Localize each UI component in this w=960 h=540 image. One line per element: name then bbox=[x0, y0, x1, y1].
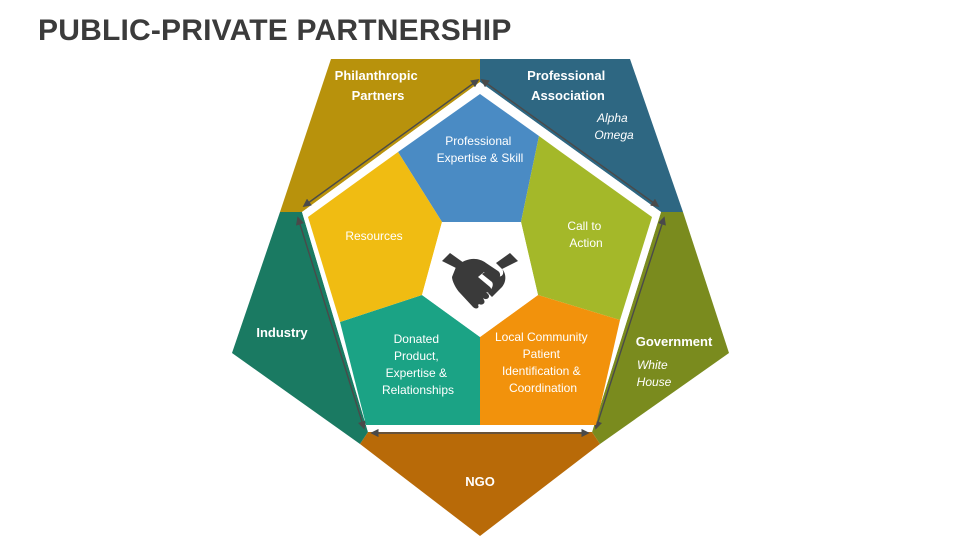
cycle-arrow-top-right bbox=[480, 79, 660, 207]
outer-sub-government: White House bbox=[637, 358, 672, 389]
outer-segment-ngo bbox=[360, 432, 600, 536]
inner-label-professional-expertise: Professional Expertise & Skill bbox=[437, 134, 524, 165]
cycle-arrow-left bbox=[296, 216, 366, 430]
outer-label-professional-association: Professional Association bbox=[527, 68, 609, 103]
inner-segment-donated-product bbox=[340, 295, 480, 425]
inner-label-donated-product: Donated Product, Expertise & Relationshi… bbox=[382, 332, 454, 397]
outer-label-philanthropic-partners: Philanthropic Partners bbox=[335, 68, 422, 103]
inner-label-local-community: Local Community Patient Identification &… bbox=[495, 330, 591, 395]
handshake-icon bbox=[442, 253, 518, 309]
cycle-arrows bbox=[296, 79, 666, 438]
inner-segment-professional-expertise bbox=[398, 94, 539, 222]
outer-label-government: Government bbox=[636, 334, 713, 349]
page-title: PUBLIC-PRIVATE PARTNERSHIP bbox=[38, 14, 512, 47]
outer-label-ngo: NGO bbox=[465, 474, 495, 489]
outer-sub-professional-association: Alpha Omega bbox=[594, 111, 634, 142]
inner-label-resources: Resources bbox=[345, 229, 402, 243]
inner-segment-resources bbox=[308, 152, 442, 322]
outer-label-industry: Industry bbox=[256, 325, 308, 340]
inner-label-call-to-action: Call to Action bbox=[567, 219, 604, 250]
cycle-arrow-top-left bbox=[302, 79, 480, 207]
inner-segment-call-to-action bbox=[521, 136, 652, 320]
cycle-arrow-right bbox=[594, 216, 666, 430]
inner-segment-local-community bbox=[480, 295, 620, 425]
